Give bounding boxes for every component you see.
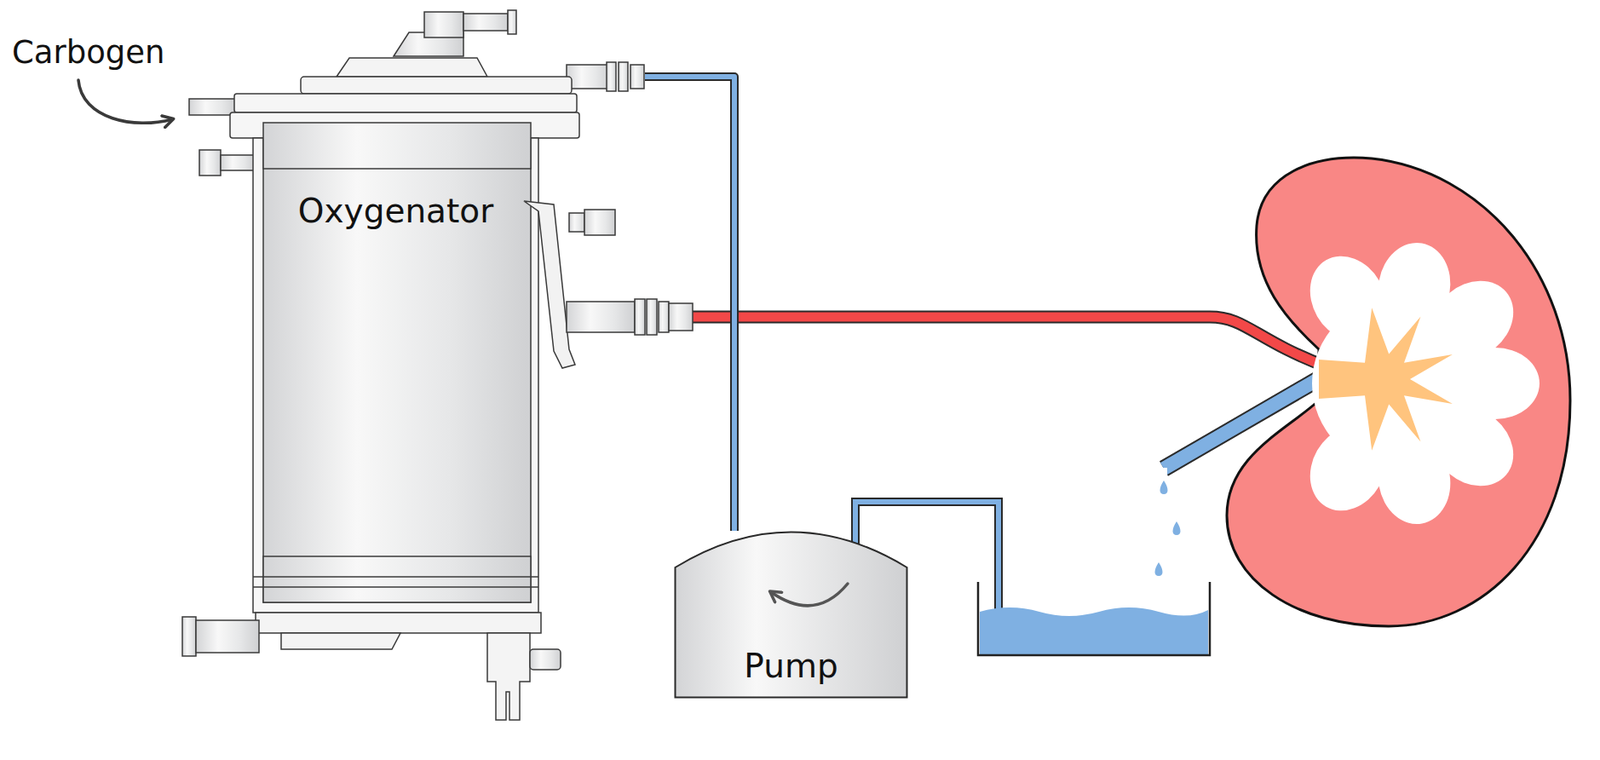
band-line: [253, 586, 539, 588]
arterial-tube: [691, 316, 1326, 367]
top-nozzle: [507, 10, 517, 35]
venous-port: [566, 64, 610, 89]
lid: [336, 57, 488, 77]
arterial-port: [566, 301, 635, 333]
rotation-arrow: [771, 583, 848, 606]
oxygenator-box: Oxygenator: [187, 8, 645, 725]
top-band: [263, 122, 531, 169]
side-port: [220, 155, 255, 171]
tube-connector: [644, 76, 735, 531]
hose-barb: [634, 299, 645, 335]
drop: [1155, 562, 1163, 576]
kidney-cortex: [1226, 157, 1571, 627]
reservoir: [978, 581, 1210, 656]
drain-stem: [487, 633, 530, 720]
renal-pyramid: [1371, 430, 1458, 530]
band-line: [253, 575, 539, 578]
drain-nub: [529, 649, 561, 670]
bottom-port: [195, 620, 259, 653]
hose-barb: [646, 299, 657, 335]
side-port: [199, 149, 221, 176]
node-label: Pump: [673, 647, 909, 686]
pump-box: Pump: [673, 530, 909, 699]
side-port: [584, 209, 616, 236]
bottom-band: [263, 556, 531, 603]
hose-barb: [618, 62, 628, 92]
hose-barb: [668, 303, 693, 331]
tube-outline: [644, 76, 735, 531]
top-nozzle: [463, 13, 508, 31]
drop: [1173, 521, 1181, 536]
tube-fill: [644, 76, 735, 531]
hose-barb: [630, 64, 645, 89]
lid: [300, 76, 572, 94]
gas-arrow: [78, 80, 173, 123]
oxygenator-housing: [253, 138, 539, 613]
hose-barb: [606, 62, 616, 92]
renal-pelvis: [1318, 307, 1453, 450]
gas-inlet: [189, 98, 236, 116]
bottom-port: [182, 616, 196, 657]
node-label: Oxygenator: [253, 192, 539, 231]
label-holder: Carbogen: [11, 34, 166, 72]
base: [255, 612, 542, 634]
top-nozzle: [424, 11, 464, 38]
cap-band: [234, 93, 577, 113]
renal-pyramid: [1294, 412, 1402, 525]
reservoir-fluid: [979, 607, 1209, 655]
drop: [1160, 480, 1169, 495]
side-port: [569, 212, 585, 232]
arterial-tube-outline: [691, 316, 1326, 367]
base: [281, 633, 401, 650]
hose-barb: [658, 301, 669, 333]
gas-label: Carbogen: [11, 34, 166, 72]
side-bracket: [523, 201, 576, 369]
